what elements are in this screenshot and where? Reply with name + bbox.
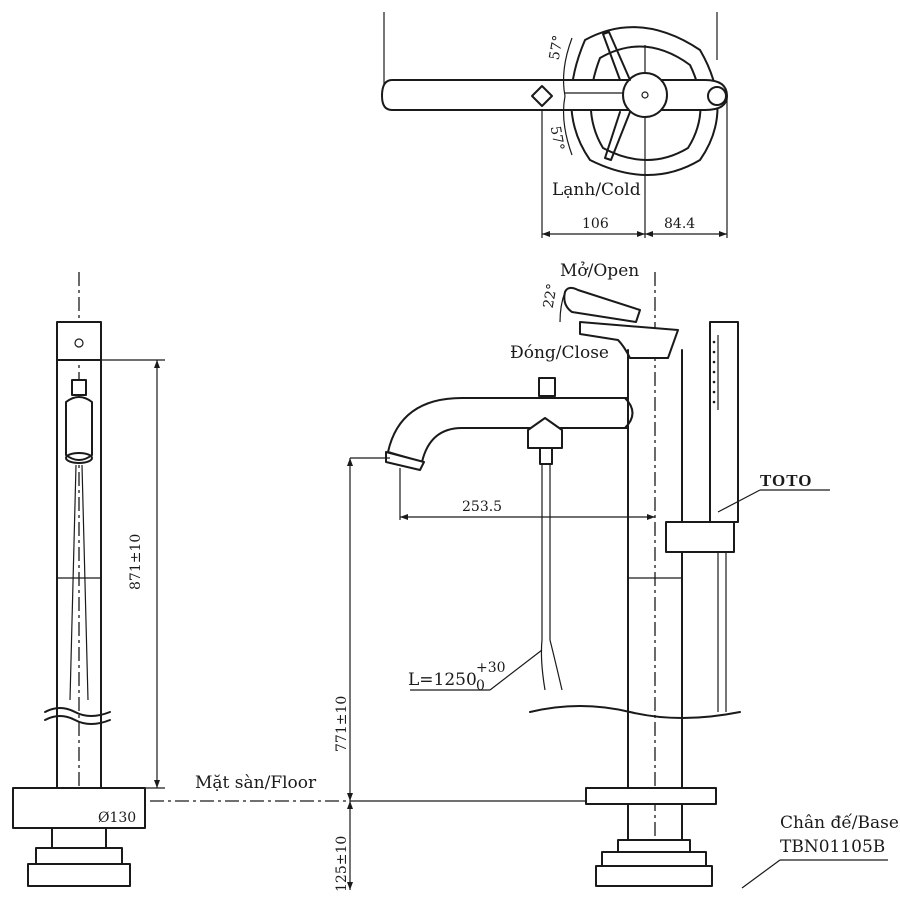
- diameter-label: Ø130: [98, 810, 136, 826]
- shower-holder: [665, 521, 735, 553]
- close-label: Đóng/Close: [510, 343, 609, 363]
- width-right-value: 84.4: [664, 216, 695, 232]
- angle-bottom-label: 57°: [547, 125, 567, 152]
- spout-height-value: 771±10: [334, 696, 350, 752]
- escutcheon-outline: [570, 26, 719, 176]
- lever-handle: [381, 79, 728, 111]
- hose-tol-upper: +30: [476, 660, 506, 676]
- side-view: Ø130 871±10: [12, 272, 165, 890]
- floor-label: Mặt sàn/Floor: [195, 773, 317, 793]
- central-knob: [622, 72, 668, 118]
- floor-line: Mặt sàn/Floor: [150, 773, 586, 802]
- open-label: Mở/Open: [560, 261, 639, 281]
- base-model: TBN01105B: [780, 837, 885, 857]
- brand-label: TOTO: [760, 471, 813, 490]
- handle-open-position: [563, 286, 641, 323]
- handle-angle-label: 22°: [541, 282, 561, 309]
- hose-length-label: L=1250: [408, 670, 477, 690]
- spout: [387, 397, 629, 463]
- break-line: [529, 705, 741, 719]
- spout-reach-value: 253.5: [462, 499, 502, 515]
- cold-label: Lạnh/Cold: [552, 180, 641, 200]
- total-height-value: 871±10: [128, 534, 144, 590]
- hand-shower: [709, 321, 739, 523]
- base-height-value: 125±10: [334, 836, 350, 892]
- escutcheon-inner: [589, 45, 702, 161]
- handle-closed-position: [579, 321, 679, 359]
- width-left-value: 106: [582, 216, 609, 232]
- front-view: Mở/Open 22° Đóng/Close L=1250 +30 0: [334, 261, 899, 892]
- hose-tol-lower: 0: [476, 678, 485, 694]
- base-label: Chân đế/Base: [780, 813, 899, 833]
- angle-top-label: 57°: [547, 34, 567, 61]
- top-view: 57° 57° Lạnh/Cold 106 84.4: [381, 12, 728, 238]
